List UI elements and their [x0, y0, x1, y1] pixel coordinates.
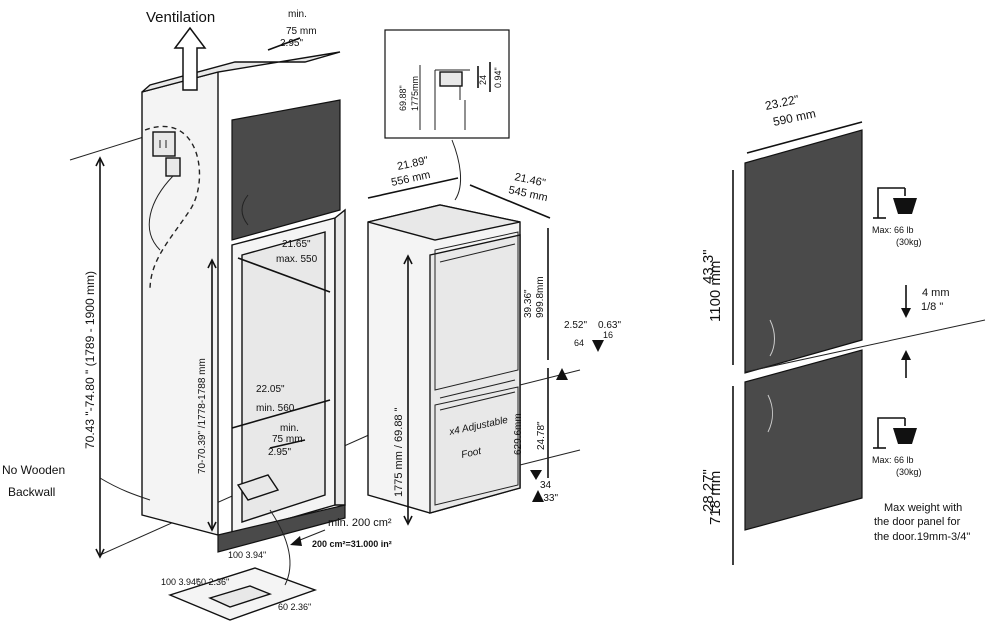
top-gap-line-2: 75 mm: [286, 26, 317, 37]
upper-door-panel: [744, 129, 863, 374]
ventilation-label: Ventilation: [146, 9, 215, 26]
panel-width-inch: 23.22": [764, 92, 800, 113]
weight-note-line-3: the door.19mm-3/4": [874, 531, 970, 543]
detail-dim-2: 1775mm: [410, 76, 420, 111]
niche-width-line-2: min. 560: [256, 403, 295, 414]
foot-dim-2: 1.33": [535, 493, 558, 504]
bottom-gap-line-3: 2.95": [268, 447, 291, 458]
cabinet-drawing: [69, 26, 381, 621]
upper-height-mm: 999.8mm: [535, 276, 546, 318]
upper-height-mm: 1100 mm: [707, 261, 724, 322]
detail-dim-4: 0.94": [493, 67, 503, 88]
weight-note-line-2: the door panel for: [874, 516, 961, 528]
upper-cabinet-door: [231, 99, 341, 241]
vent-area-label: min. 200 cm²: [328, 517, 392, 529]
lower-weight-line-2: (30kg): [896, 467, 922, 477]
lower-height-mm: 629.6mm: [513, 413, 524, 455]
fridge-total-height: 1775 mm / 69.88 ": [393, 407, 405, 497]
vent-area-conversion: 200 cm²=31.000 in²: [312, 539, 392, 549]
door-panel-drawing: [732, 121, 986, 565]
weight-icon: [873, 187, 917, 219]
lower-height-inch: 24.78": [536, 421, 547, 450]
upper-weight-line-2: (30kg): [896, 237, 922, 247]
lower-height-mm: 718 mm: [707, 471, 724, 525]
niche-height-label: 70-70.39" /1778-1788 mm: [197, 358, 208, 474]
plug-icon: [165, 157, 181, 177]
lower-height-inch: 28.27": [700, 469, 717, 512]
weight-icon: [873, 417, 917, 449]
foot-dim-1: 34: [540, 480, 552, 491]
plinth-dim-4: 60 2.36": [278, 602, 311, 612]
niche-depth-line-2: max. 550: [276, 254, 318, 265]
bottom-gap-line-2: 75 mm: [272, 434, 303, 445]
lower-weight-line-1: Max: 66 lb: [872, 455, 914, 465]
top-gap-line-1: min.: [288, 9, 307, 20]
top-gap-line-3: 2.95": [280, 38, 303, 49]
hinge-dim-1: 2.52": [564, 320, 587, 331]
upper-height-inch: 39.36": [523, 289, 534, 318]
bottom-gap-line-1: min.: [280, 423, 299, 434]
feet-label-2: Foot: [460, 446, 483, 461]
weight-note-line-1: Max weight with: [884, 502, 962, 514]
lower-door-panel: [744, 349, 863, 531]
upper-weight-line-1: Max: 66 lb: [872, 225, 914, 235]
gap-mm: 4 mm: [922, 287, 950, 299]
plinth-dim-3: 60 2.36": [196, 577, 229, 587]
no-backwall-line-1: No Wooden: [2, 463, 65, 477]
ventilation-arrow-icon: [173, 26, 207, 91]
hinge-dim-4: 16: [603, 330, 613, 340]
total-height-label: 70.43 "-74.80 " (1789 - 1900 mm): [83, 271, 97, 449]
hinge-dim-2: 0.63": [598, 320, 621, 331]
detail-dim-3: 24: [478, 75, 488, 85]
socket-icon: [152, 131, 176, 157]
plinth-dim-1: 100 3.94": [228, 550, 266, 560]
hinge-dim-3: 64: [574, 338, 584, 348]
plinth-dim-2: 100 3.94": [161, 577, 199, 587]
niche-width-line-1: 22.05": [256, 384, 285, 395]
niche-depth-line-1: 21.65": [282, 239, 311, 250]
no-backwall-line-2: Backwall: [8, 485, 55, 499]
upper-height-inch: 43.3": [700, 249, 717, 284]
detail-dim-1: 69.88": [398, 85, 408, 111]
gap-inch: 1/8 ": [921, 301, 943, 313]
fridge-drawing: [367, 29, 604, 526]
